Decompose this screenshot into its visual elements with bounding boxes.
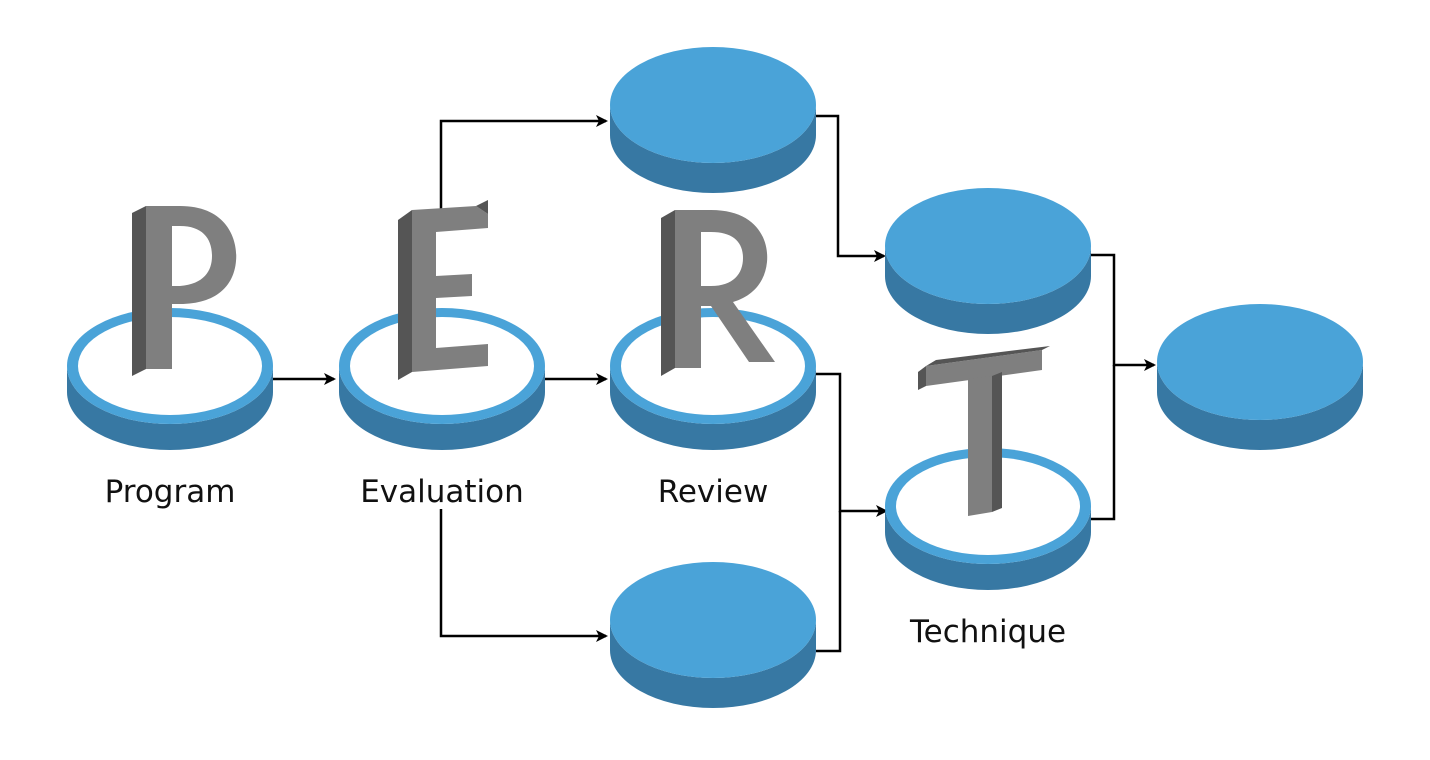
disk-top xyxy=(610,562,816,678)
disk-top xyxy=(610,47,816,163)
node-label-technique: Technique xyxy=(909,614,1067,650)
node-review xyxy=(610,308,816,450)
node-top-blank xyxy=(610,47,816,193)
letter-extrusion xyxy=(132,206,146,376)
letter-r-shape: R xyxy=(661,210,775,376)
letter-face xyxy=(146,206,237,369)
node-label-program: Program xyxy=(104,474,236,510)
letter-extrusion xyxy=(398,210,412,380)
node-evaluation xyxy=(339,308,545,450)
connector-upper-right-blank-to-end-blank xyxy=(1090,253,1156,371)
letter-face xyxy=(412,206,488,372)
connector-review-to-technique xyxy=(816,372,888,517)
letter-t-shape: T xyxy=(918,346,1050,516)
node-label-review: Review xyxy=(657,474,769,510)
letter-face-bowl xyxy=(172,286,176,304)
letter-e-shape: E xyxy=(398,200,488,380)
disk-side xyxy=(610,105,816,193)
disk-side xyxy=(339,366,545,450)
disk-side xyxy=(610,620,816,708)
node-bottom-blank xyxy=(610,562,816,708)
letter-extrusion-top xyxy=(926,346,1050,366)
disk-side xyxy=(610,366,816,450)
letter-extrusion xyxy=(661,210,675,376)
node-upper-right-blank xyxy=(885,188,1091,334)
node-end-blank xyxy=(1157,304,1363,450)
letter-p-shape: P xyxy=(132,206,237,376)
disk-side xyxy=(67,366,273,450)
letter-face-stem xyxy=(968,376,992,516)
disk-top xyxy=(885,188,1091,304)
connector-technique-to-end-blank xyxy=(1090,365,1116,521)
letter-face-bar xyxy=(926,350,1042,386)
nodes: PE RT xyxy=(67,47,1363,708)
disk-side xyxy=(1157,362,1363,450)
connector-evaluation-to-bottom-blank xyxy=(439,509,608,642)
connector-top-blank-to-upper-right-blank xyxy=(816,114,886,262)
connector-evaluation-to-top-blank xyxy=(439,115,608,210)
connectors xyxy=(273,114,1156,653)
connector-bottom-blank-to-technique xyxy=(816,511,842,653)
letter-extrusion-side xyxy=(918,366,926,390)
node-label-evaluation: Evaluation xyxy=(360,474,524,510)
disk-inner xyxy=(621,317,805,415)
disk-side xyxy=(885,506,1091,590)
disk-top xyxy=(1157,304,1363,420)
letter-face xyxy=(675,210,775,368)
letter-extrusion-stem xyxy=(992,372,1002,512)
letter-extrusion-top xyxy=(476,200,488,214)
disk-side xyxy=(885,246,1091,334)
